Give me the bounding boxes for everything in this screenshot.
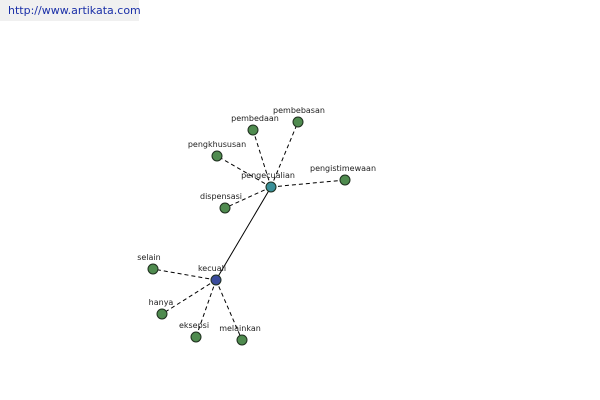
node-pengkhususan[interactable] [211, 150, 223, 162]
node-label-pengecualian: pengecualian [241, 171, 295, 180]
edge-pengecualian-pengistimewaan [270, 179, 346, 188]
nodes-layer [147, 116, 351, 346]
node-label-hanya: hanya [149, 298, 174, 307]
node-hanya[interactable] [156, 308, 168, 320]
node-pembebasan[interactable] [292, 116, 304, 128]
edge-pengecualian-pengkhususan [216, 155, 272, 188]
edge-pengecualian-dispensasi [224, 186, 272, 209]
edge-pengecualian-pembebasan [270, 121, 299, 188]
url-banner: http://www.artikata.com [0, 0, 141, 21]
node-label-melainkan: melainkan [219, 324, 261, 333]
node-label-kecuali: kecuali [198, 264, 226, 273]
edge-kecuali-melainkan [215, 279, 243, 341]
edge-kecuali-hanya [161, 279, 217, 315]
edge-kecuali-selain [152, 268, 217, 281]
node-pembedaan[interactable] [247, 124, 259, 136]
edge-kecuali-eksepsi [195, 279, 217, 338]
node-dispensasi[interactable] [219, 202, 231, 214]
node-label-selain: selain [137, 253, 161, 262]
edge-pengecualian-pembedaan [252, 129, 272, 188]
node-kecuali[interactable] [210, 274, 222, 286]
edges-layer [152, 121, 346, 341]
node-label-pengkhususan: pengkhususan [188, 140, 246, 149]
edge-kecuali-pengecualian [215, 186, 272, 281]
node-melainkan[interactable] [236, 334, 248, 346]
node-eksepsi[interactable] [190, 331, 202, 343]
node-pengecualian[interactable] [265, 181, 277, 193]
node-label-dispensasi: dispensasi [200, 192, 242, 201]
node-selain[interactable] [147, 263, 159, 275]
node-label-pengistimewaan: pengistimewaan [310, 164, 376, 173]
node-label-pembedaan: pembedaan [231, 114, 279, 123]
artikata-link[interactable]: http://www.artikata.com [8, 4, 141, 17]
node-label-pembebasan: pembebasan [273, 106, 325, 115]
node-label-eksepsi: eksepsi [179, 321, 209, 330]
node-pengistimewaan[interactable] [339, 174, 351, 186]
